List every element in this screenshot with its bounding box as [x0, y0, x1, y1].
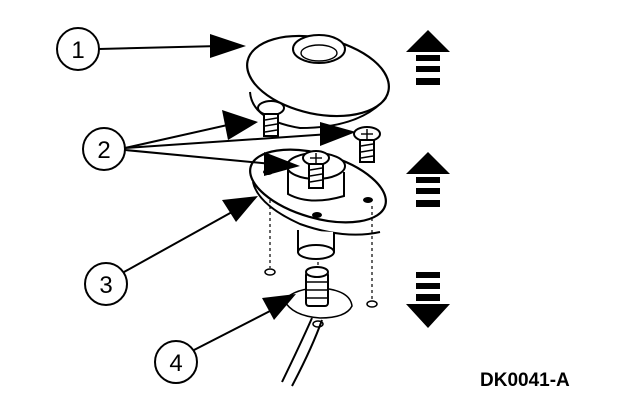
- arrow-up-icon: [406, 152, 450, 207]
- arrow-up-icon: [406, 30, 450, 85]
- alignment-lines: [264, 200, 378, 328]
- callout-1: 1: [56, 27, 246, 71]
- screw-right: [353, 126, 381, 163]
- connector-part: [281, 266, 353, 387]
- svg-text:2: 2: [97, 137, 110, 164]
- callout-4: 4: [154, 294, 296, 384]
- arrow-down-icon: [406, 272, 450, 328]
- svg-text:1: 1: [71, 37, 84, 64]
- figure-id: DK0041-A: [480, 370, 570, 391]
- screw-left: [257, 100, 285, 137]
- cover-part: [246, 34, 390, 130]
- callout-2: 2: [82, 110, 356, 176]
- svg-text:4: 4: [169, 350, 182, 377]
- svg-text:3: 3: [99, 272, 112, 299]
- callout-3: 3: [84, 196, 258, 306]
